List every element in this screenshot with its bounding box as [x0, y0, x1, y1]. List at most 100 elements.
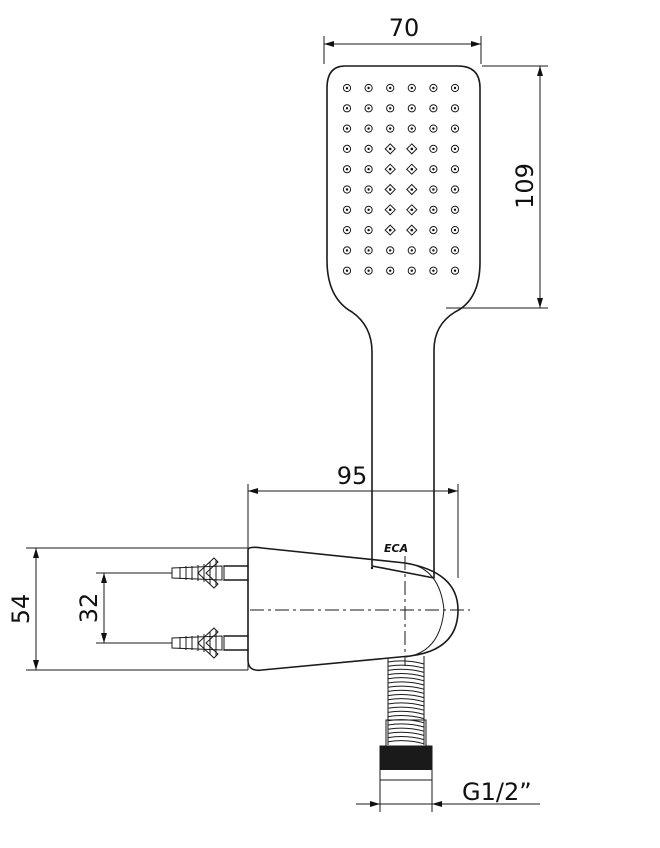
nozzle-round-center [410, 269, 413, 272]
nozzle-round-center [389, 107, 392, 110]
nozzle-round [342, 83, 352, 93]
dimension-holder-depth: 95 [247, 462, 459, 578]
nozzle-round-center [432, 147, 435, 151]
nozzle-round [429, 266, 438, 275]
nozzle-round [450, 144, 460, 153]
nozzle-round-center [453, 188, 457, 191]
nozzle-round [450, 185, 460, 194]
nozzle-round-center [432, 188, 435, 191]
nozzle-round-center [453, 208, 457, 211]
brand-logo-text: ECA [384, 542, 408, 555]
nozzle-round-center [389, 249, 392, 252]
nozzle-round [364, 144, 373, 153]
nozzle-diamond [406, 224, 418, 236]
nozzle-round-center [432, 249, 435, 252]
nozzle-round [342, 165, 352, 174]
nozzle-round-center [345, 269, 349, 272]
nozzle-round-center [453, 228, 457, 232]
nozzle-round [450, 165, 460, 174]
nozzle-round [342, 144, 352, 153]
nozzle-round-center [453, 249, 457, 252]
hose-coil [387, 731, 425, 736]
nozzle-round-center [453, 127, 457, 130]
nozzle-round-center [410, 107, 413, 110]
nozzle-round-center [345, 249, 349, 252]
nozzle-round [407, 266, 416, 275]
nozzle-round-center [432, 127, 435, 130]
nozzle-round-center [367, 107, 370, 110]
nozzle-round-center [453, 147, 457, 151]
nozzle-round-center [389, 127, 392, 130]
hose-nut [379, 719, 433, 781]
nozzle-round [450, 246, 460, 255]
nozzle-diamond [406, 183, 418, 196]
nozzle-diamond-center [388, 188, 392, 191]
nozzle-round-center [345, 168, 349, 171]
nozzle-round [342, 266, 352, 275]
wall-plug-upper [171, 557, 249, 589]
nozzle-round-center [453, 269, 457, 272]
nozzle-round [407, 124, 416, 133]
hose-coil [387, 702, 425, 707]
nozzle-round [386, 246, 395, 255]
nozzle-round-center [432, 228, 435, 232]
dimension-head-height: 109 [446, 65, 548, 309]
dimension-label-thread: G1/2” [462, 778, 532, 806]
dimension-thread: G1/2” [356, 778, 540, 812]
nozzle-round [364, 83, 373, 93]
hose-coil [387, 710, 425, 715]
nozzle-diamond [406, 143, 418, 155]
nozzle-round [364, 165, 373, 174]
nozzle-round-center [432, 107, 435, 110]
hose-coil [387, 681, 425, 686]
hose-coil [387, 685, 425, 690]
nozzle-round-center [410, 86, 413, 90]
nozzle-round [342, 185, 352, 194]
shower-hose [387, 656, 425, 745]
nozzle-round [429, 246, 438, 255]
nozzle-round [342, 124, 352, 133]
nozzle-round-center [345, 228, 349, 232]
hose-coil [387, 668, 425, 673]
hose-coil [387, 660, 425, 665]
nozzle-round [342, 205, 352, 214]
nozzle-diamond [384, 143, 396, 155]
nozzle-diamond-center [410, 188, 414, 191]
nozzle-round-center [367, 86, 370, 90]
nozzle-round [450, 205, 460, 214]
nozzle-round [429, 124, 438, 133]
dimension-head-width: 70 [323, 14, 482, 64]
nozzle-round [429, 205, 438, 214]
holder-body: ECA [247, 542, 470, 672]
dimension-bracket-height: 54 [7, 547, 248, 671]
nozzle-round [429, 185, 438, 194]
nozzle-round [407, 246, 416, 255]
nozzle-round [450, 226, 460, 235]
nozzle-round [429, 104, 438, 113]
nozzle-diamond-center [410, 208, 414, 212]
nozzle-round [364, 124, 373, 133]
dimension-label-109: 109 [511, 163, 539, 209]
nozzle-round [364, 185, 373, 194]
hose-coil [387, 672, 425, 678]
hose-coil [387, 735, 425, 741]
nozzle-round [429, 83, 438, 93]
nozzle-round-center [367, 249, 370, 252]
hose-coil [387, 664, 425, 669]
nozzle-grid [342, 83, 460, 275]
nozzle-round [342, 246, 352, 255]
dimension-screw-spacing: 32 [75, 572, 172, 644]
nozzle-round-center [432, 269, 435, 272]
nozzle-round [364, 246, 373, 255]
hose-coil [387, 714, 425, 720]
nozzle-round-center [432, 168, 435, 171]
nozzle-round-center [367, 147, 370, 151]
nozzle-diamond-center [388, 147, 392, 151]
dimension-label-54: 54 [7, 594, 35, 625]
nozzle-round [364, 266, 373, 275]
nozzle-round-center [367, 208, 370, 211]
nozzle-round-center [410, 127, 413, 130]
hose-coil [387, 689, 425, 694]
nozzle-round-center [367, 228, 370, 232]
nozzle-round-center [345, 188, 349, 191]
